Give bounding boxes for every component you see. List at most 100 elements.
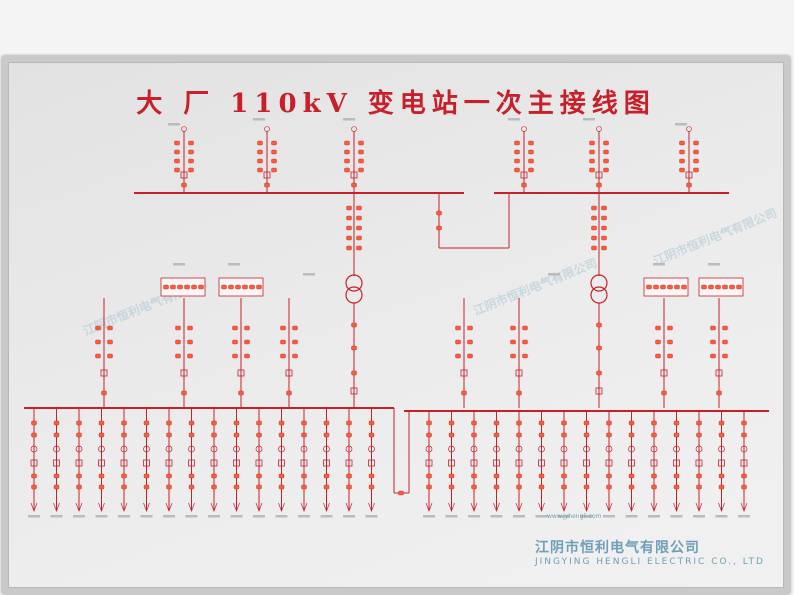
indicator-lamp [591,205,597,211]
indicator-lamp [143,484,150,490]
indicator-lamp [561,432,567,438]
feeder-ct-symbol [650,445,658,453]
indicator-lamp [280,339,286,345]
indicator-lamp [455,339,461,345]
label-plate [468,515,480,518]
indicator-lamp [710,325,716,331]
indicator-lamp [95,353,101,359]
feeder-ct-symbol [628,445,635,453]
indicator-lamp [368,484,375,490]
indicator-lamp [471,432,477,438]
breaker-symbol [53,459,60,467]
indicator-lamp [655,339,661,345]
indicator-lamp [166,484,172,490]
company-watermark: 江阴市恒利电气有限公司 JINGYING HENGLI ELECTRIC CO.… [535,537,765,567]
bay-terminal [181,126,187,132]
breaker-symbol [660,369,668,377]
indicator-lamp [53,484,60,490]
feeder-arrow [30,502,38,512]
feeder-arrow [493,502,500,512]
indicator-lamp [667,284,673,290]
indicator-lamp [561,484,567,490]
indicator-lamp [606,432,612,438]
indicator-lamp [98,432,105,438]
capacitor-bank [698,277,744,297]
indicator-lamp [741,432,747,438]
breaker-symbol [740,459,748,467]
indicator-lamp [107,339,113,345]
indicator-lamp [696,420,702,426]
indicator-lamp [601,245,607,251]
indicator-lamp [448,420,455,426]
indicator-lamp [514,149,520,155]
indicator-lamp [238,390,244,396]
indicator-lamp [516,420,522,426]
feeder-ct-symbol [165,445,173,453]
indicator-lamp [606,420,612,426]
indicator-lamp [292,325,298,331]
label-plate [228,263,240,266]
label-plate [253,515,265,518]
indicator-lamp [467,325,473,331]
indicator-lamp [356,225,362,231]
indicator-lamp [244,353,250,359]
indicator-lamp [448,473,455,479]
breaker-symbol [180,369,188,377]
indicator-lamp [601,225,607,231]
indicator-lamp [278,420,285,426]
indicator-lamp [143,432,150,438]
indicator-lamp [257,158,263,164]
indicator-lamp [233,484,240,490]
indicator-lamp [356,245,362,251]
indicator-lamp [198,284,204,290]
feeder-ct-symbol [98,445,105,453]
indicator-lamp [693,167,699,173]
capacitor-bank [218,277,264,297]
indicator-lamp [256,284,262,290]
indicator-lamp [286,390,292,396]
indicator-lamp [358,167,364,173]
indicator-lamp [98,420,105,426]
indicator-lamp [175,339,181,345]
indicator-lamp [358,149,364,155]
indicator-lamp [211,473,217,479]
indicator-lamp [53,420,60,426]
indicator-lamp [368,420,375,426]
indicator-lamp [271,149,277,155]
indicator-lamp [660,284,666,290]
indicator-lamp [589,167,595,173]
indicator-lamp [53,473,60,479]
indicator-lamp [583,432,590,438]
feeder-arrow [605,502,613,512]
indicator-lamp [280,325,286,331]
indicator-lamp [596,370,602,376]
feeder-arrow [470,502,478,512]
indicator-lamp [601,215,607,221]
indicator-lamp [510,339,516,345]
indicator-lamp [673,473,680,479]
label-plate [548,273,560,276]
feeder-arrow [300,502,308,512]
indicator-lamp [715,284,721,290]
indicator-lamp [538,473,545,479]
indicator-lamp [211,432,217,438]
indicator-lamp [188,158,194,164]
indicator-lamp [233,432,240,438]
feeder-ct-symbol [278,445,285,453]
feeder-arrow [560,502,568,512]
indicator-lamp [510,325,516,331]
indicator-lamp [76,432,82,438]
indicator-lamp [346,484,352,490]
indicator-lamp [589,158,595,164]
indicator-lamp [583,473,590,479]
label-plate [580,515,593,518]
indicator-lamp [257,149,263,155]
indicator-lamp [346,420,352,426]
label-plate [185,515,198,518]
indicator-lamp [346,225,352,231]
watermark-company-en: JINGYING HENGLI ELECTRIC CO., LTD [535,557,765,567]
board-frame: 大 厂 110kV 变电站一次主接线图 江阴市恒利电气有限公司 江阴市恒利电气有… [2,56,790,594]
indicator-lamp [528,167,534,173]
breaker-symbol [695,459,703,467]
indicator-lamp [184,284,190,290]
